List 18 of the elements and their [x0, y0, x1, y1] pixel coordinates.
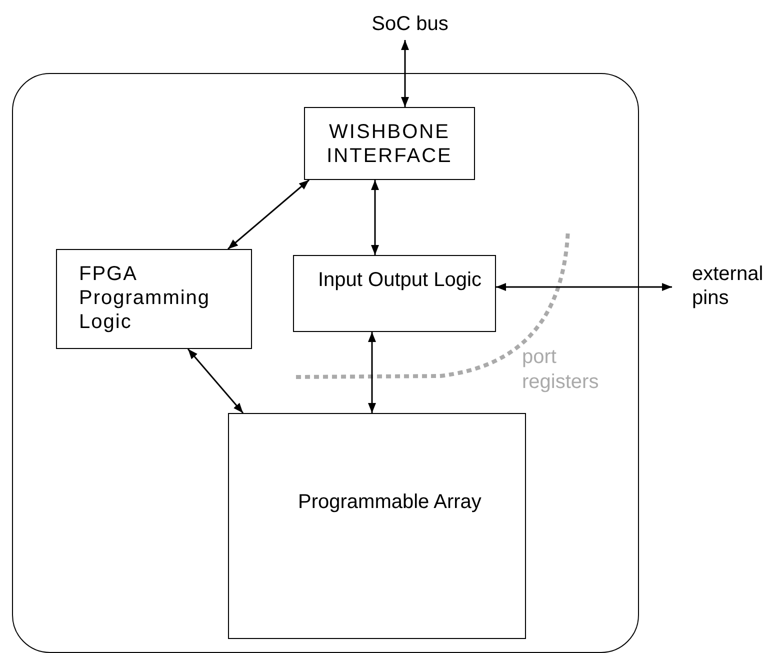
signal-label: SoC bus — [370, 12, 450, 36]
block-label: WISHBONE INTERFACE — [326, 120, 454, 168]
arrow — [371, 180, 379, 255]
block-box — [56, 249, 252, 349]
block-label: FPGA Programming Logic — [79, 262, 212, 334]
block-label: Programmable Array — [298, 490, 482, 514]
signal-label: external pins — [692, 262, 764, 310]
block-box — [293, 255, 496, 332]
region-label: port registers — [522, 345, 600, 395]
arrow — [401, 40, 409, 107]
block-label: Input Output Logic — [318, 268, 482, 292]
arrow — [228, 179, 310, 250]
container-box — [12, 73, 639, 653]
block-box — [304, 107, 475, 180]
block-box — [228, 413, 526, 639]
arrow — [496, 283, 672, 291]
arrow — [187, 348, 244, 414]
arrow — [368, 332, 376, 413]
